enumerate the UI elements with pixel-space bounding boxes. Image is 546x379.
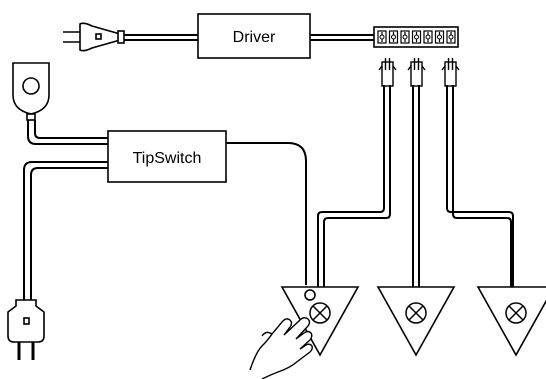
hand-icon	[249, 317, 313, 379]
terminal-cell	[411, 30, 422, 44]
connector-plug	[441, 58, 460, 87]
socket-icon	[12, 62, 50, 121]
driver-box: Driver	[197, 13, 311, 59]
terminal-block-icon	[373, 26, 459, 48]
terminal-cell	[388, 30, 399, 44]
driver-terminal-cable	[310, 34, 374, 41]
bottom-plug-icon	[7, 299, 45, 360]
tipswitch-plug-cable	[23, 161, 108, 300]
connector-icon	[378, 58, 460, 87]
terminal-cell	[377, 30, 387, 44]
lamp-cables	[317, 85, 514, 287]
terminal-cell	[434, 30, 445, 44]
terminal-cell	[446, 30, 456, 44]
lamp-icon	[476, 286, 546, 357]
tipswitch-box: TipSwitch	[107, 130, 227, 183]
driver-label: Driver	[233, 29, 276, 46]
connector-plug	[378, 58, 397, 87]
terminal-cell	[400, 30, 410, 44]
lamp-icon	[376, 286, 456, 357]
socket-tipswitch-cable	[27, 120, 108, 145]
terminal-cell	[423, 30, 433, 44]
tipswitch-label: TipSwitch	[133, 150, 202, 167]
touch-sensor-icon	[304, 289, 316, 301]
top-plug-icon	[63, 22, 125, 52]
sensor-wire	[226, 142, 307, 285]
plug-driver-cable	[124, 34, 198, 41]
connector-plug	[407, 58, 426, 87]
